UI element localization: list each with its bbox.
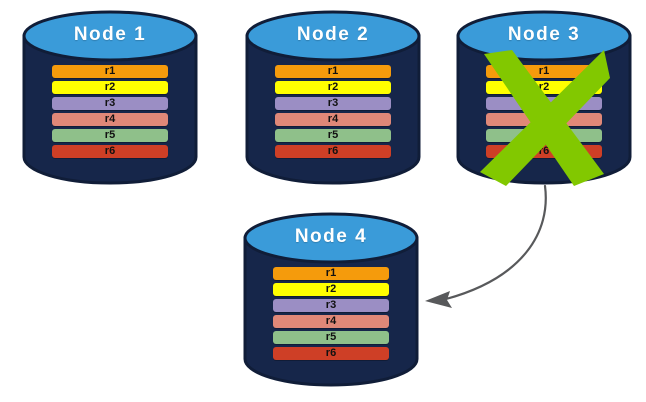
row-bar-r2[interactable]: r2 xyxy=(275,81,391,94)
row-bar-r5[interactable]: r5 xyxy=(486,129,602,142)
row-bar-r6[interactable]: r6 xyxy=(273,347,389,360)
row-bar-r4[interactable]: r4 xyxy=(275,113,391,126)
row-stack-4: r1 r2 r3 r4 r5 r6 xyxy=(273,267,389,360)
row-bar-r3[interactable]: r3 xyxy=(275,97,391,110)
row-bar-r6[interactable]: r6 xyxy=(275,145,391,158)
row-stack-3: r1 r2 r3 r4 r5 r6 xyxy=(486,65,602,158)
row-stack-1: r1 r2 r3 r4 r5 r6 xyxy=(52,65,168,158)
row-bar-r1[interactable]: r1 xyxy=(275,65,391,78)
row-bar-r5[interactable]: r5 xyxy=(52,129,168,142)
row-bar-r3[interactable]: r3 xyxy=(486,97,602,110)
row-bar-r6[interactable]: r6 xyxy=(52,145,168,158)
node-cylinder-2[interactable]: Node 2 r1 r2 r3 r4 r5 r6 xyxy=(245,10,421,185)
row-stack-2: r1 r2 r3 r4 r5 r6 xyxy=(275,65,391,158)
row-bar-r4[interactable]: r4 xyxy=(273,315,389,328)
row-bar-r2[interactable]: r2 xyxy=(52,81,168,94)
row-bar-r5[interactable]: r5 xyxy=(273,331,389,344)
row-bar-r6[interactable]: r6 xyxy=(486,145,602,158)
row-bar-r3[interactable]: r3 xyxy=(273,299,389,312)
node-cylinder-4[interactable]: Node 4 r1 r2 r3 r4 r5 r6 xyxy=(243,212,419,387)
row-bar-r4[interactable]: r4 xyxy=(486,113,602,126)
node-cylinder-3[interactable]: Node 3 r1 r2 r3 r4 r5 r6 xyxy=(456,10,632,186)
node-cylinder-1[interactable]: Node 1 r1 r2 r3 r4 r5 r6 xyxy=(22,10,198,185)
row-bar-r5[interactable]: r5 xyxy=(275,129,391,142)
row-bar-r1[interactable]: r1 xyxy=(486,65,602,78)
row-bar-r2[interactable]: r2 xyxy=(486,81,602,94)
row-bar-r1[interactable]: r1 xyxy=(52,65,168,78)
row-bar-r4[interactable]: r4 xyxy=(52,113,168,126)
row-bar-r3[interactable]: r3 xyxy=(52,97,168,110)
row-bar-r1[interactable]: r1 xyxy=(273,267,389,280)
row-bar-r2[interactable]: r2 xyxy=(273,283,389,296)
